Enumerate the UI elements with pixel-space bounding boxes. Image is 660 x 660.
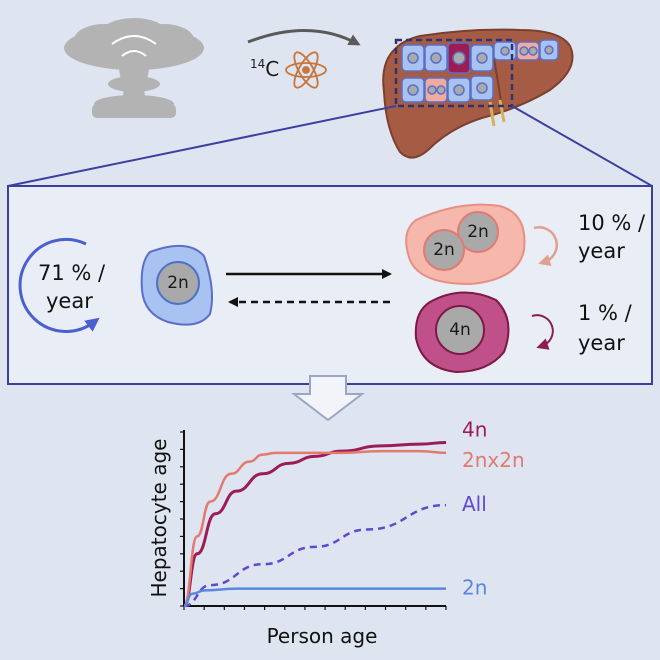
down-arrow	[291, 375, 365, 422]
mushroom-cloud-icon	[64, 18, 204, 118]
diploid-cell: 2n	[140, 245, 213, 326]
series-label-4n: 4n	[462, 417, 487, 441]
tetraploid-rate-line1: 1 % /	[578, 301, 633, 325]
zoom-box	[394, 38, 514, 108]
zoom-line-right	[511, 105, 653, 187]
x-axis-ticks	[183, 606, 447, 610]
series-label-all: All	[462, 492, 487, 516]
tetraploid-cell-label: 4n	[449, 320, 471, 340]
diploid-rate-line2: year	[46, 289, 93, 313]
series-layer	[182, 440, 447, 608]
tetraploid-turnover-arrow	[531, 314, 554, 350]
binuclear-rate-line1: 10 % /	[578, 211, 646, 235]
curved-arrow-to-liver	[247, 29, 361, 46]
isotope-mass: 14	[250, 57, 265, 71]
series-line-2n	[183, 587, 446, 608]
series-label-2n: 2n	[462, 576, 487, 600]
x-axis-title: Person age	[267, 624, 378, 648]
isotope-label: 14C	[250, 57, 279, 81]
diploid-cell-label: 2n	[167, 273, 189, 293]
diploid-rate-line1: 71 % /	[38, 261, 106, 285]
binuclear-turnover-arrow	[533, 226, 558, 267]
y-axis-title: Hepatocyte age	[147, 439, 171, 598]
atom-icon	[285, 51, 327, 89]
binuclear-cell: 2n 2n	[405, 203, 526, 286]
series-line-all	[183, 503, 447, 608]
binuclear-rate-line2: year	[578, 239, 625, 263]
y-axis-ticks	[180, 431, 184, 607]
series-line-2nx2n	[182, 449, 447, 608]
series-label-2nx2n: 2nx2n	[462, 448, 525, 472]
diploid-turnover-arrow	[18, 237, 100, 333]
liver-cell-strip	[401, 39, 559, 103]
binuclear-cell-label-b: 2n	[433, 240, 455, 260]
cell-turnover-panel	[7, 185, 653, 385]
isotope-symbol: C	[265, 57, 279, 81]
tetraploid-rate-line2: year	[578, 331, 625, 355]
series-line-4n	[182, 440, 447, 608]
binuclear-cell-label-a: 2n	[467, 222, 489, 242]
zoom-line-left	[7, 105, 397, 187]
liver-illustration	[382, 28, 574, 159]
tetraploid-cell: 4n	[414, 291, 510, 374]
